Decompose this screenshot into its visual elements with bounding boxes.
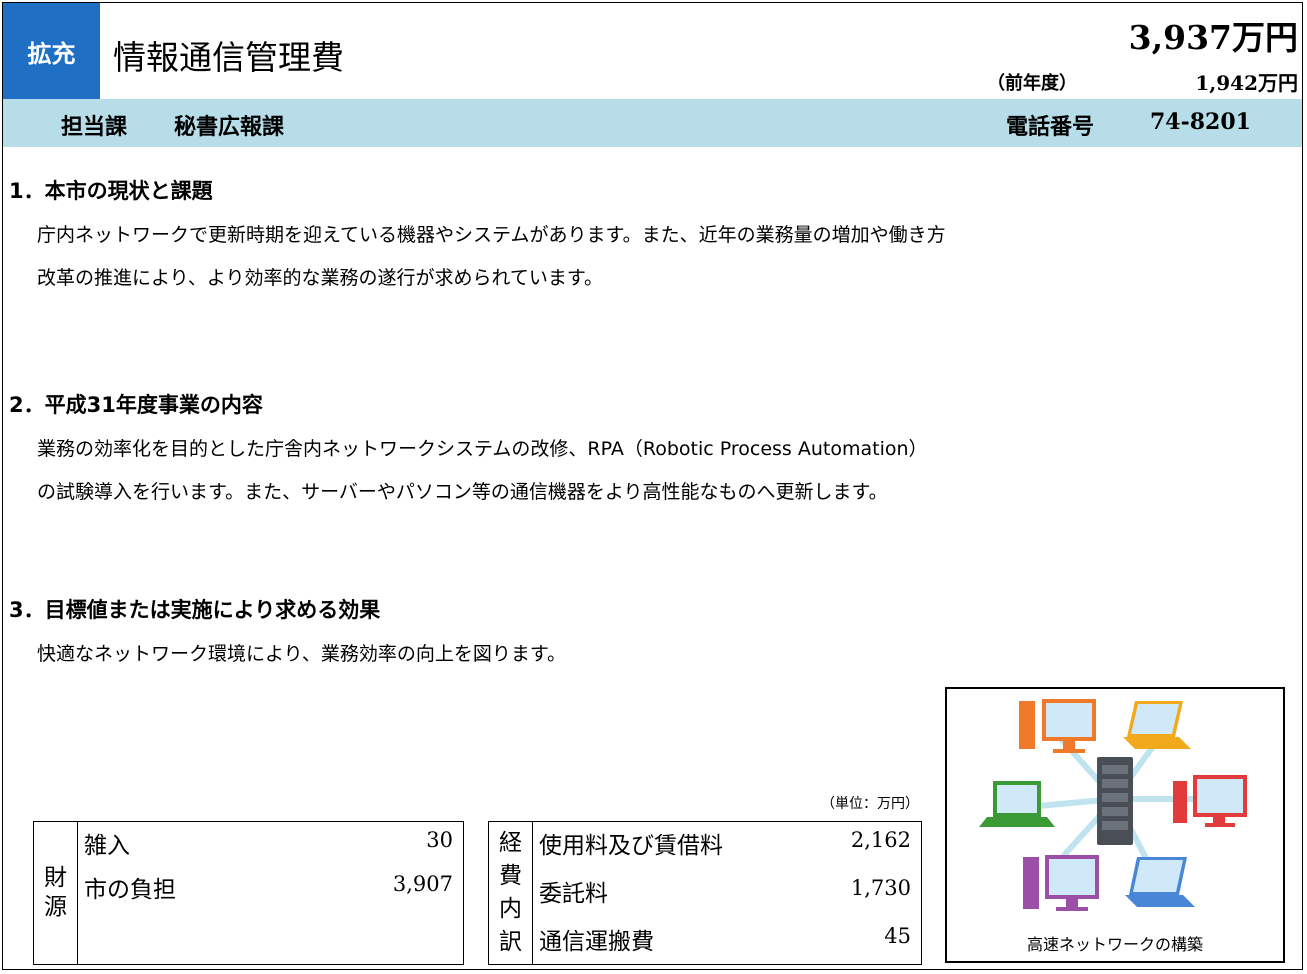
expense-row-value: 1,730 [850, 876, 911, 900]
funding-label: 財 源 [34, 822, 78, 964]
budget-amount: 3,937万円 [1128, 18, 1298, 57]
funding-row-value: 3,907 [392, 872, 453, 896]
laptop-yellow-icon [1123, 701, 1191, 749]
funding-table: 財 源 雑入 30 市の負担 3,907 [33, 821, 464, 965]
desktop-purple-icon [1023, 855, 1099, 911]
funding-label-char: 源 [44, 894, 67, 920]
info-band: 担当課 秘書広報課 電話番号 74-8201 [3, 99, 1302, 147]
unit-label: （単位：万円） [821, 796, 919, 812]
page-title: 情報通信管理費 [113, 38, 344, 77]
expense-label-char: 経 [499, 830, 522, 856]
desktop-red-icon [1173, 775, 1247, 827]
expansion-badge: 拡充 [3, 3, 100, 99]
section-1-body: 庁内ネットワークで更新時期を迎えている機器やシステムがあります。また、近年の業務… [37, 214, 946, 300]
illustration-caption: 高速ネットワークの構築 [1026, 935, 1203, 954]
network-illustration [979, 699, 1247, 911]
section-2-body: 業務の効率化を目的とした庁舎内ネットワークシステムの改修、RPA（Robotic… [37, 428, 928, 514]
expense-label: 経 費 内 訳 [489, 822, 533, 964]
dept-name: 秘書広報課 [174, 115, 285, 140]
expense-row-label: 使用料及び賃借料 [539, 833, 723, 859]
funding-row-label: 雑入 [84, 833, 130, 859]
expense-label-char: 費 [499, 863, 522, 889]
section-2-heading: 2．平成31年度事業の内容 [9, 393, 263, 417]
section-2-line: 業務の効率化を目的とした庁舎内ネットワークシステムの改修、RPA（Robotic… [37, 438, 928, 460]
expense-row-label: 通信運搬費 [539, 929, 654, 955]
funding-label-char: 財 [44, 865, 67, 891]
laptop-blue-icon [1125, 857, 1195, 907]
dept-label: 担当課 [61, 115, 128, 140]
phone-label: 電話番号 [1006, 115, 1095, 140]
previous-year-label: （前年度） [987, 73, 1077, 94]
section-3-line: 快適なネットワーク環境により、業務効率の向上を図ります。 [37, 643, 566, 665]
header: 拡充 情報通信管理費 3,937万円 （前年度） 1,942万円 [3, 3, 1302, 99]
section-1-heading: 1．本市の現状と課題 [9, 179, 213, 203]
section-3-heading: 3．目標値または実施により求める効果 [9, 598, 381, 622]
network-illustration-box: 高速ネットワークの構築 [945, 687, 1285, 963]
funding-row-label: 市の負担 [84, 877, 176, 903]
expense-table: 経 費 内 訳 使用料及び賃借料 2,162 委託料 1,730 通信運搬費 4… [488, 821, 922, 965]
section-1-line: 庁内ネットワークで更新時期を迎えている機器やシステムがあります。また、近年の業務… [37, 224, 946, 246]
section-2-line: の試験導入を行います。また、サーバーやパソコン等の通信機器をより高性能なものへ更… [37, 481, 888, 503]
laptop-green-icon [979, 781, 1055, 827]
section-3-body: 快適なネットワーク環境により、業務効率の向上を図ります。 [37, 633, 566, 676]
expense-row-value: 2,162 [850, 828, 911, 852]
funding-row-value: 30 [426, 828, 453, 852]
section-1-line: 改革の推進により、より効率的な業務の遂行が求められています。 [37, 267, 604, 289]
previous-year-amount: 1,942万円 [1195, 71, 1298, 95]
phone-number: 74-8201 [1150, 109, 1251, 135]
server-icon [1097, 757, 1133, 845]
desktop-orange-icon [1019, 699, 1096, 753]
expense-row-label: 委託料 [539, 881, 608, 907]
expense-label-char: 訳 [499, 929, 522, 955]
expense-row-value: 45 [884, 924, 911, 948]
expense-label-char: 内 [499, 896, 522, 922]
